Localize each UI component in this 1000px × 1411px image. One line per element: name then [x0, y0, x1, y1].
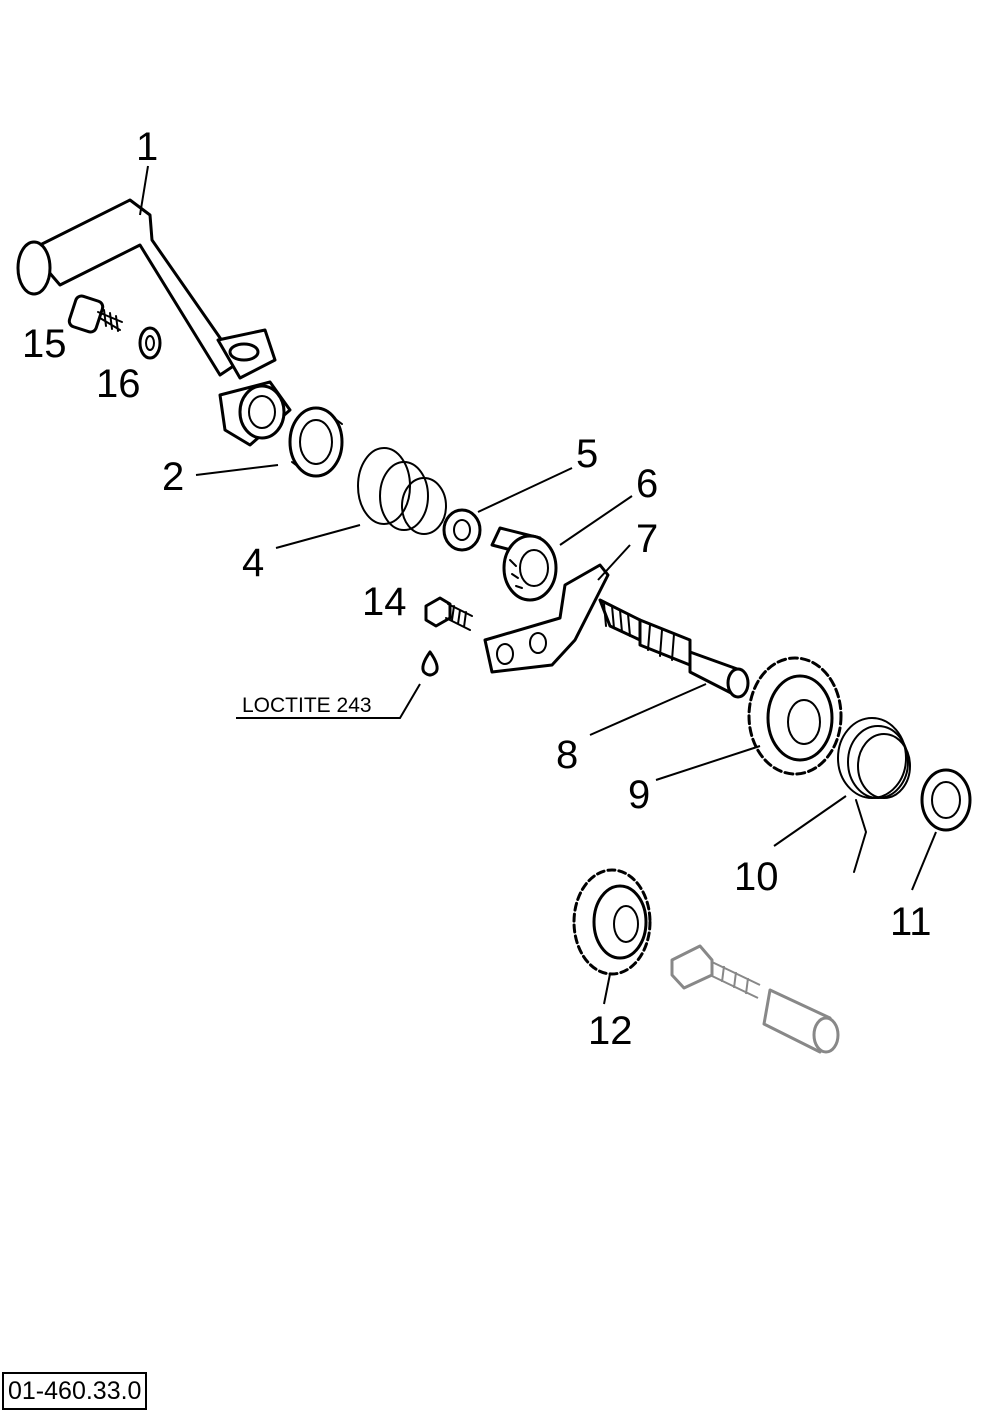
- callout-5: 5: [576, 432, 598, 476]
- screw-15: [67, 294, 123, 334]
- callout-8: 8: [556, 733, 578, 777]
- callout-11: 11: [890, 900, 932, 944]
- bush-2: [288, 406, 344, 478]
- ratchet-6: [490, 526, 558, 602]
- guide-plate-7: [483, 563, 610, 674]
- callout-7: 7: [636, 517, 658, 561]
- callout-1: 1: [136, 125, 158, 169]
- callout-6: 6: [636, 462, 658, 506]
- bush-11: [920, 768, 972, 832]
- lock-washer-16: [138, 326, 162, 360]
- kick-start-lever: [16, 198, 292, 447]
- callout-12: 12: [588, 1009, 633, 1053]
- loctite-drop: [421, 650, 439, 677]
- washer-5: [442, 508, 482, 552]
- loctite-note: LOCTITE 243: [242, 694, 372, 717]
- leader-lines: [139, 165, 937, 1005]
- callout-4: 4: [242, 541, 264, 585]
- callout-14: 14: [362, 580, 407, 624]
- gear-9: [747, 656, 843, 776]
- drawing-code: 01-460.33.0: [2, 1372, 148, 1410]
- kick-start-shaft-8: [598, 598, 750, 699]
- gear-12: [572, 868, 652, 976]
- spring-4: [357, 447, 447, 535]
- callout-9: 9: [628, 773, 650, 817]
- torsion-spring-10: [837, 717, 911, 873]
- callout-2: 2: [162, 455, 184, 499]
- callout-16: 16: [96, 362, 141, 406]
- callout-10: 10: [734, 855, 779, 899]
- callout-15: 15: [22, 322, 67, 366]
- bolt-14: [424, 596, 473, 631]
- reference-bolt-and-sleeve: [670, 944, 840, 1054]
